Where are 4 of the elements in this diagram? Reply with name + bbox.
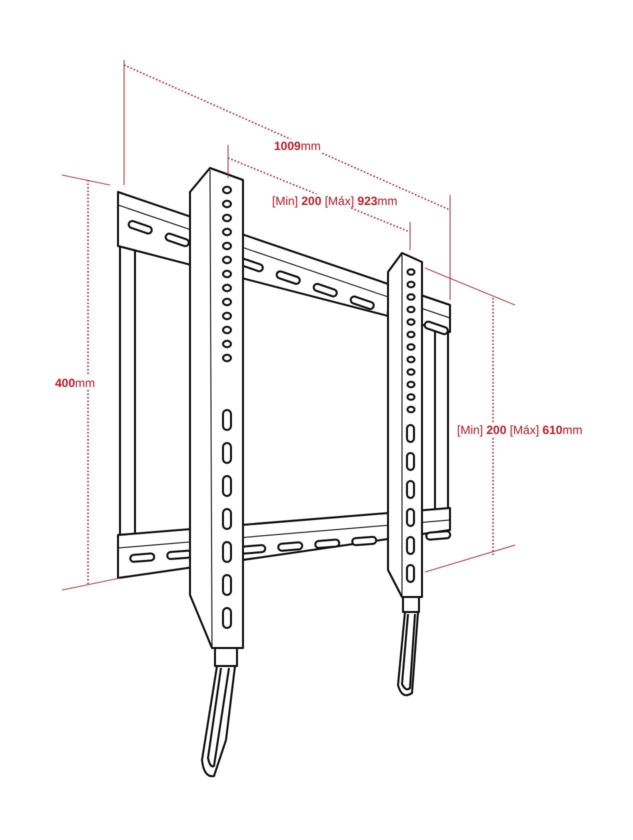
dimension-label: 1009mm [272,139,323,153]
dimension-label: [Min] 200 [Máx] 610mm [455,423,584,437]
dimension-label: 400mm [53,376,98,390]
dimension-label: [Min] 200 [Máx] 923mm [270,194,400,208]
